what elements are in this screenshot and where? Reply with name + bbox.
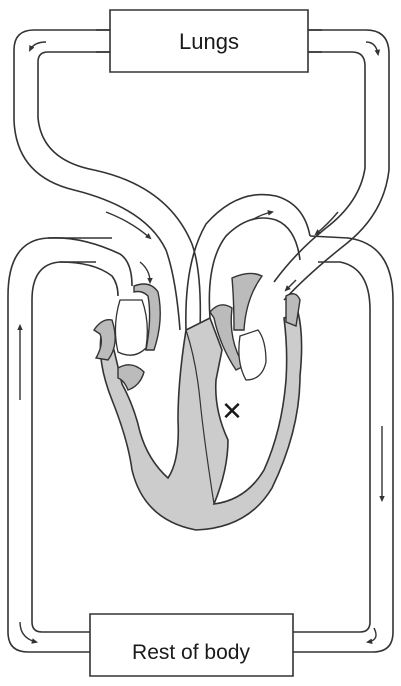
systemic-outflow-vessel xyxy=(293,236,393,652)
rest-of-body-label: Rest of body xyxy=(132,641,250,664)
rest-of-body-box: Rest of body xyxy=(90,614,293,676)
pulmonary-artery-vessel xyxy=(14,30,200,330)
systemic-return-vessel xyxy=(8,238,112,652)
vena-cava-vessel xyxy=(48,238,132,296)
x-marker: ✕ xyxy=(221,396,243,426)
lungs-box: Lungs xyxy=(96,10,322,72)
lungs-label: Lungs xyxy=(179,29,239,54)
